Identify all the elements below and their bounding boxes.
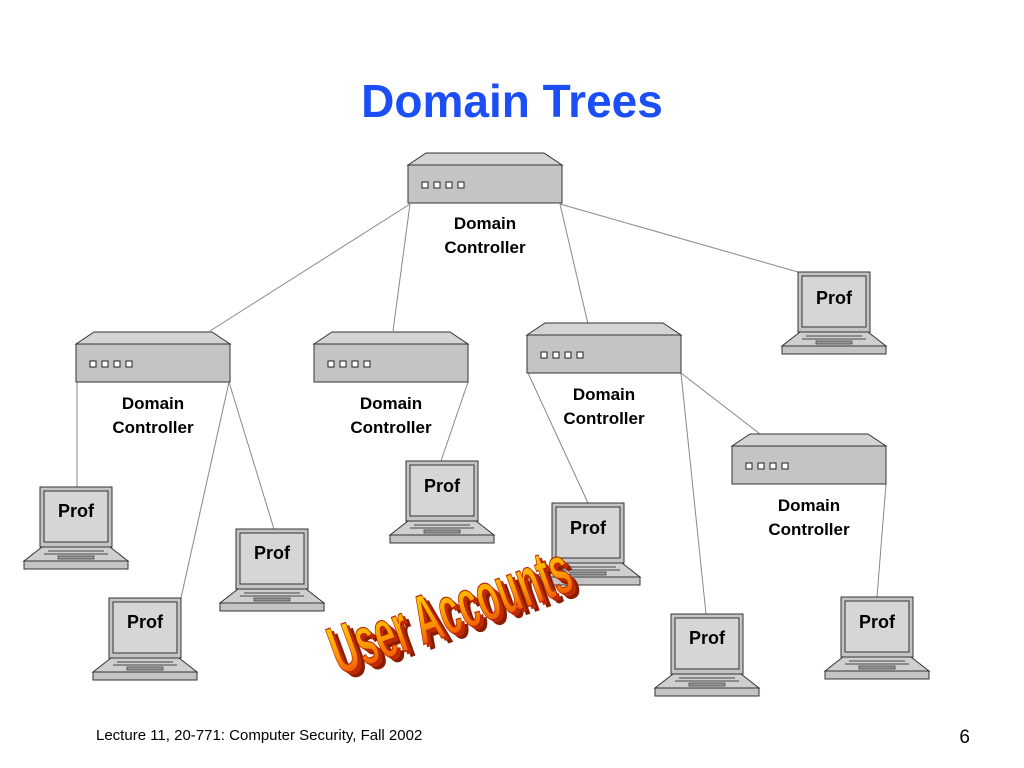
dc-label-line2: Controller xyxy=(768,520,850,539)
user-accounts-wordart: User Accounts User Accounts User Account… xyxy=(318,530,589,695)
dc-label-line2: Controller xyxy=(112,418,194,437)
dc-label-line1: Domain xyxy=(573,385,635,404)
laptop-label: Prof xyxy=(689,628,726,648)
slide-footer: Lecture 11, 20-771: Computer Security, F… xyxy=(96,727,423,744)
laptop-label: Prof xyxy=(424,476,461,496)
laptop-prof-mid: Prof xyxy=(389,460,495,544)
tree-connections xyxy=(76,203,887,615)
laptop-icon xyxy=(389,460,495,544)
domain-controller-mid: Domain Controller xyxy=(313,331,469,437)
dc-label-line2: Controller xyxy=(350,418,432,437)
domain-controller-left: Domain Controller xyxy=(75,331,231,437)
page-number: 6 xyxy=(959,727,970,748)
laptop-label: Prof xyxy=(859,612,896,632)
laptop-label: Prof xyxy=(570,518,607,538)
laptop-icon xyxy=(781,271,887,355)
server-icon xyxy=(731,433,887,485)
laptop-label: Prof xyxy=(127,612,164,632)
laptop-prof-left-3: Prof xyxy=(92,597,198,681)
laptop-prof-top-right: Prof xyxy=(781,271,887,355)
domain-controller-far-right: Domain Controller xyxy=(731,433,887,539)
laptop-prof-right-1: Prof xyxy=(535,502,641,586)
laptop-label: Prof xyxy=(254,543,291,563)
domain-controller-root: Domain Controller xyxy=(407,152,563,257)
server-icon xyxy=(526,322,682,374)
dc-label-line1: Domain xyxy=(778,496,840,515)
laptop-prof-right-2: Prof xyxy=(654,613,760,697)
dc-label-line2: Controller xyxy=(563,409,645,428)
laptop-icon xyxy=(654,613,760,697)
laptop-icon xyxy=(23,486,129,570)
wordart-face: User Accounts xyxy=(318,530,581,689)
server-icon xyxy=(75,331,231,383)
laptop-icon xyxy=(824,596,930,680)
dc-label-line2: Controller xyxy=(444,238,526,257)
laptop-label: Prof xyxy=(816,288,853,308)
laptop-prof-far-right: Prof xyxy=(824,596,930,680)
laptop-label: Prof xyxy=(58,501,95,521)
dc-label-line1: Domain xyxy=(454,214,516,233)
laptop-prof-left-1: Prof xyxy=(23,486,129,570)
server-icon xyxy=(313,331,469,383)
laptop-icon xyxy=(92,597,198,681)
slide-title: Domain Trees xyxy=(361,75,663,127)
laptop-icon xyxy=(219,528,325,612)
dc-label-line1: Domain xyxy=(122,394,184,413)
laptop-prof-left-2: Prof xyxy=(219,528,325,612)
dc-label-line1: Domain xyxy=(360,394,422,413)
domain-controller-right: Domain Controller xyxy=(526,322,682,428)
server-icon xyxy=(407,152,563,204)
